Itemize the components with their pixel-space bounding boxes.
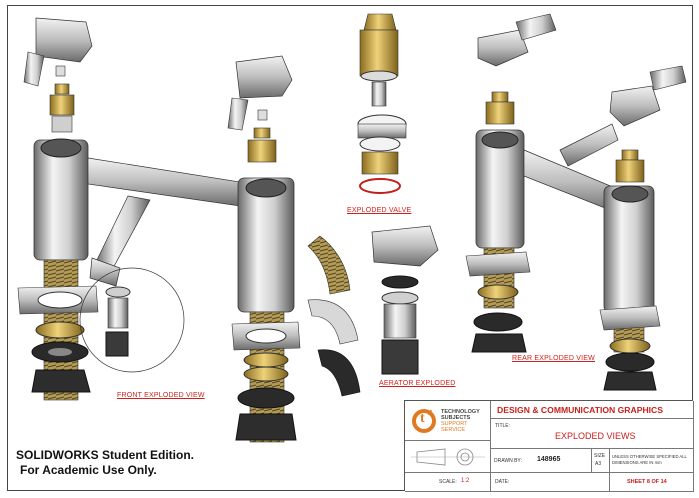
rear-exploded-view	[465, 13, 687, 391]
title-cell: TITLE: EXPLODED VIEWS	[491, 419, 694, 449]
watermark-line-1: SOLIDWORKS Student Edition.	[16, 448, 194, 462]
title-value: EXPLODED VIEWS	[555, 431, 636, 441]
exploded-valve-view	[357, 13, 407, 194]
drawn-by-cell: DRAWN BY: 148965	[491, 449, 592, 473]
aerator-exploded-label: AERATOR EXPLODED	[379, 380, 456, 387]
exploded-valve-label: EXPLODED VALVE	[347, 207, 412, 214]
front-exploded-view-label: FRONT EXPLODED VIEW	[117, 392, 205, 399]
scale-cell: SCALE: 1:2	[405, 473, 491, 492]
sheet-border	[7, 5, 693, 491]
logo-line-4: SERVICE	[441, 427, 466, 433]
note-line-2: DIMENSIONS ARE IN mm	[612, 460, 662, 465]
sheet-cell: SHEET 8 OF 14	[610, 473, 694, 492]
sheet-number: SHEET 8 OF 14	[627, 479, 667, 485]
logo-line-1: TECHNOLOGY	[441, 409, 480, 415]
size-value: A3	[595, 461, 602, 467]
logo-line-2: SUBJECTS	[441, 415, 471, 421]
scale-label: SCALE:	[439, 479, 457, 485]
drawn-by-value: 148965	[537, 456, 561, 463]
logo-line-3: SUPPORT	[441, 421, 468, 427]
logo-text: TECHNOLOGY SUBJECTS SUPPORT SERVICE	[441, 409, 480, 433]
rear-exploded-view-label: REAR EXPLODED VIEW	[512, 355, 595, 362]
logo-cell: t 4 TECHNOLOGY SUBJECTS SUPPORT SERVICE	[405, 401, 491, 441]
projection-symbol-cell	[405, 441, 491, 473]
title-block: t 4 TECHNOLOGY SUBJECTS SUPPORT SERVICE …	[404, 400, 694, 492]
student-edition-watermark: SOLIDWORKS Student Edition. For Academic…	[16, 448, 194, 478]
note-line-1: UNLESS OTHERWISE SPECIFIED ALL	[612, 454, 687, 459]
t4-logo-icon	[412, 409, 436, 433]
date-label: DATE:	[495, 479, 510, 485]
date-cell: DATE:	[491, 473, 610, 492]
drawn-by-label: DRAWN BY:	[494, 458, 522, 464]
front-exploded-view	[17, 17, 301, 443]
title-label: TITLE:	[495, 423, 511, 429]
subject-cell: DESIGN & COMMUNICATION GRAPHICS	[491, 401, 694, 419]
size-label: SIZE	[594, 453, 606, 459]
watermark-line-2: For Academic Use Only.	[20, 463, 157, 477]
logo-mark: t	[420, 411, 425, 426]
size-cell: SIZE A3	[592, 449, 610, 473]
scale-value: 1:2	[461, 478, 470, 484]
third-angle-projection-icon	[411, 448, 485, 466]
dimension-note-cell: UNLESS OTHERWISE SPECIFIED ALL DIMENSION…	[610, 449, 694, 473]
aerator-exploded-view	[307, 225, 439, 397]
logo-superscript: 4	[428, 409, 433, 418]
subject-text: DESIGN & COMMUNICATION GRAPHICS	[497, 405, 663, 415]
